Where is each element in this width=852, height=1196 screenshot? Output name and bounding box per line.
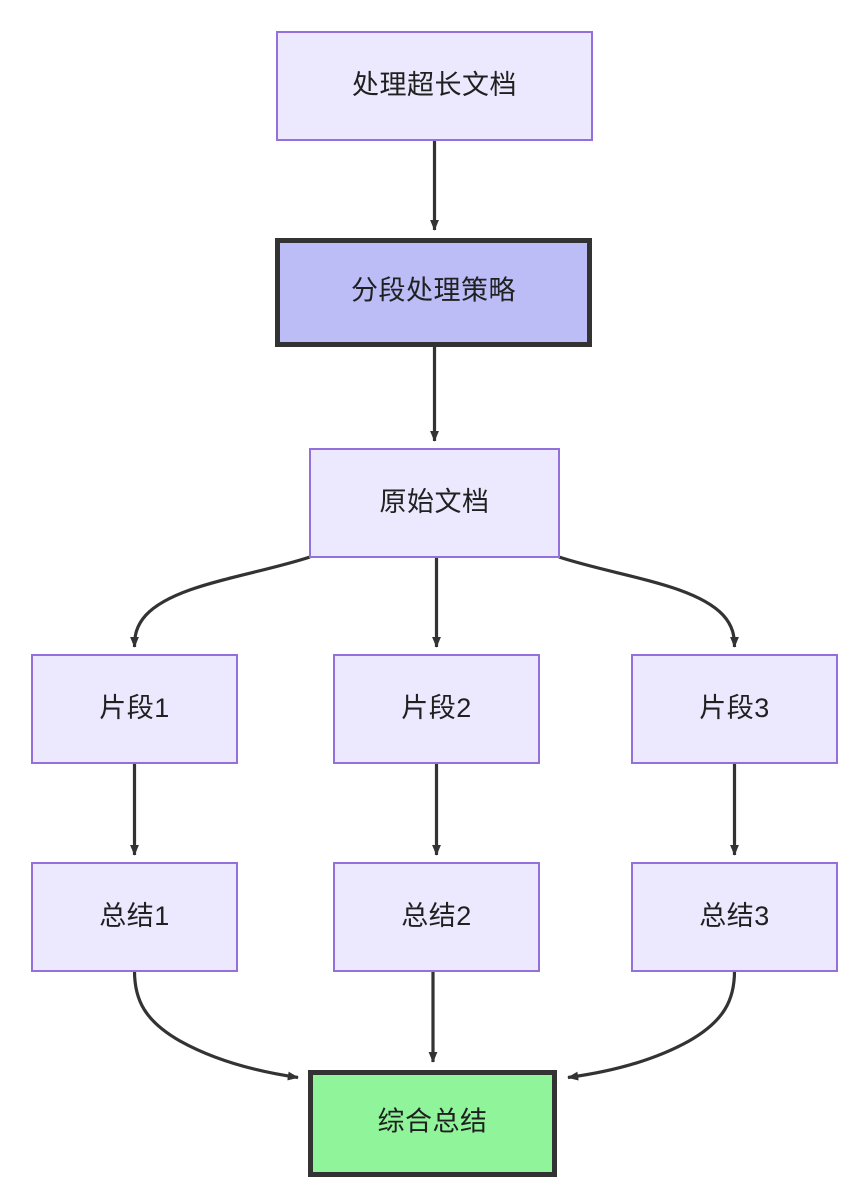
node-label: 片段1 (99, 693, 170, 723)
node-label: 总结3 (699, 901, 770, 931)
node-fragment-3[interactable]: 片段3 (631, 654, 838, 764)
edge-n7-n10 (132, 970, 299, 1081)
node-chunking-strategy[interactable]: 分段处理策略 (275, 238, 592, 347)
node-rect (631, 654, 838, 764)
edge-n9-n10 (567, 970, 737, 1081)
node-summary-1[interactable]: 总结1 (31, 862, 238, 972)
node-summary-3[interactable]: 总结3 (631, 862, 838, 972)
node-rect (31, 654, 238, 764)
node-label: 原始文档 (380, 487, 490, 517)
node-fragment-2[interactable]: 片段2 (333, 654, 540, 764)
node-process-long-document[interactable]: 处理超长文档 (276, 31, 593, 141)
node-rect (333, 654, 540, 764)
edge-n3-n4 (130, 555, 311, 648)
node-label: 总结1 (99, 901, 170, 931)
node-label: 分段处理策略 (351, 276, 516, 306)
edges-layer (130, 140, 739, 1081)
node-rect (308, 1070, 557, 1177)
node-label: 总结2 (401, 901, 472, 931)
edge-n3-n6 (558, 555, 739, 648)
node-summary-2[interactable]: 总结2 (333, 862, 540, 972)
node-rect (631, 862, 838, 972)
node-rect (275, 238, 592, 347)
nodes-layer: 处理超长文档 分段处理策略 原始文档 片段1 片段2 片段3 (31, 31, 838, 1177)
node-fragment-1[interactable]: 片段1 (31, 654, 238, 764)
node-rect (309, 448, 560, 558)
node-label: 处理超长文档 (352, 70, 517, 100)
node-original-document[interactable]: 原始文档 (309, 448, 560, 558)
node-label: 片段2 (401, 693, 472, 723)
node-rect (333, 862, 540, 972)
node-comprehensive-summary[interactable]: 综合总结 (308, 1070, 557, 1177)
node-rect (31, 862, 238, 972)
node-rect (276, 31, 593, 141)
node-label: 综合总结 (378, 1107, 488, 1137)
node-label: 片段3 (699, 693, 770, 723)
